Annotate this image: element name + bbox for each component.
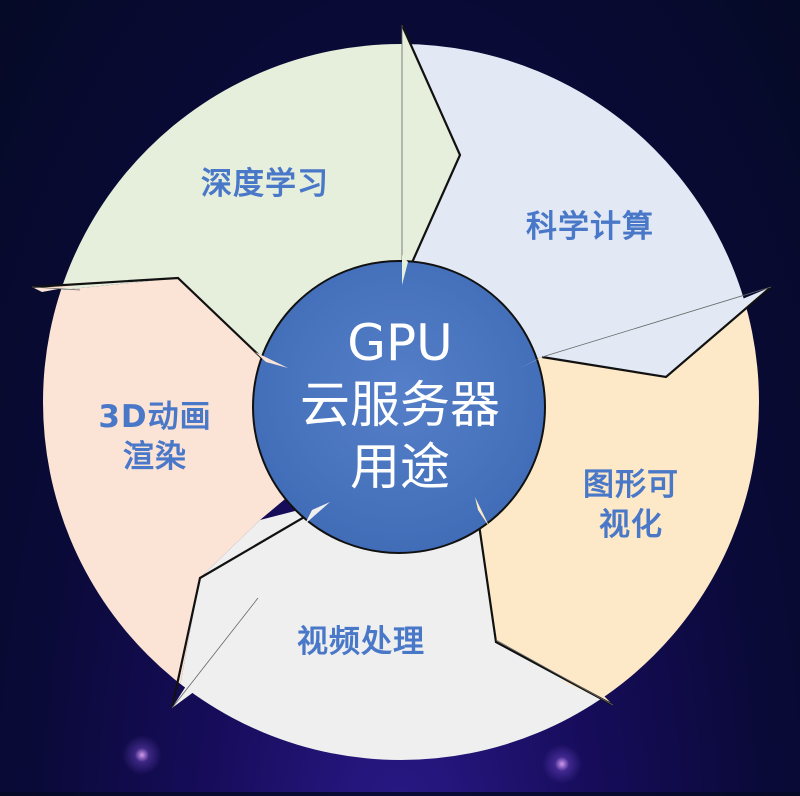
center-title-line-3: 用途 (350, 438, 450, 496)
center-circle (252, 260, 546, 554)
segment-video-processing (178, 402, 613, 760)
background-sparkle (542, 744, 582, 784)
label-graphics-visualization: 图形可 视化 (583, 467, 679, 543)
arrow-tip-bottom-left (172, 672, 210, 708)
background-sparkle (122, 735, 162, 775)
center-title-line-2: 云服务器 (300, 376, 500, 434)
center-title-line-1: GPU (347, 314, 453, 372)
center-title: GPU 云服务器 用途 (300, 312, 500, 498)
label-scientific-computing: 科学计算 (526, 209, 654, 245)
label-deep-learning: 深度学习 (201, 166, 329, 202)
arrow-outlines (31, 24, 772, 709)
arrow-thin-edges (31, 25, 772, 709)
label-video-processing: 视频处理 (297, 624, 425, 660)
label-3d-animation-rendering: 3D动画 渲染 (98, 399, 212, 475)
